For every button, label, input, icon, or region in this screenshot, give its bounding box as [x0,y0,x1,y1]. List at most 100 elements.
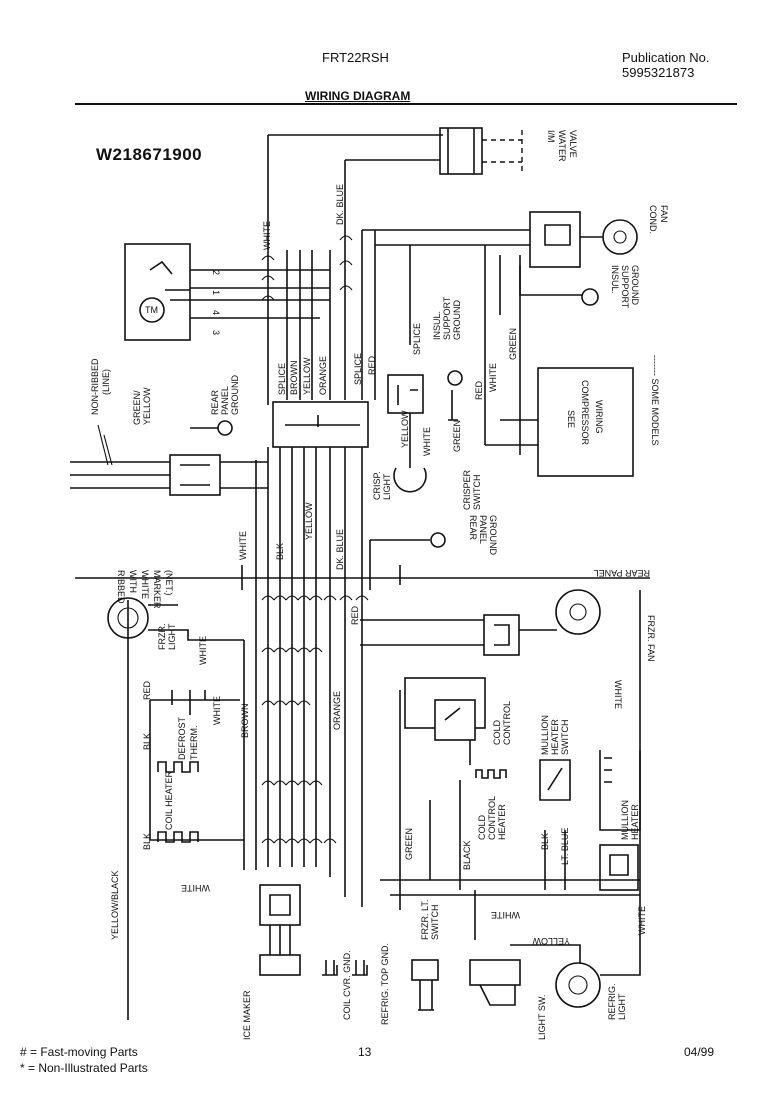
crisper-area: YELLOW WHITE GREEN CRISP. LIGHT CRISPER … [372,296,482,510]
lower-trunk-wires [243,447,363,907]
mh-switch-1: MULLION [540,715,550,755]
crisper-yellow: YELLOW [400,410,410,448]
some-models: ------- SOME MODELS [650,355,660,446]
wire-yellow-bottom: YELLOW [532,936,570,946]
compressor-3: WIRING [594,400,604,434]
defrost-brown: BROWN [240,704,250,739]
water-valve-label-1: I/M [546,130,556,143]
rpg-mid-2: PANEL [478,515,488,544]
frzr-lt-switch-2: SWITCH [430,905,440,941]
mh-switch-3: SWITCH [560,720,570,756]
cold-control-2: CONTROL [502,701,512,745]
refrig-light-2: LIGHT [617,993,627,1020]
crisper-switch-1: CRISPER [462,469,472,510]
defrost-white: WHITE [212,696,222,725]
page-number: 13 [358,1045,372,1059]
wire-red-mid: RED [350,605,360,625]
legend-fast-moving: # = Fast-moving Parts [20,1045,138,1059]
wire-label-group-mid: WHITE BLK YELLOW DK. BLUE RED [238,502,360,625]
mh-switch-2: HEATER [550,719,560,755]
isg-right-3: GROUND [630,265,640,305]
rpg-top-2: PANEL [220,386,230,415]
frzr-light-1: FRZR. [157,624,167,651]
frzr-fan-white: WHITE [613,680,623,709]
light-switch: LIGHT SW. [469,959,547,1040]
defrost-therm-1: DEFROST [177,716,187,760]
ice-maker: ICE MAKER [242,884,301,1040]
cord-green: GREEN/ [132,390,142,425]
diagram-number: W218671900 [96,145,203,164]
crisp-light-2: LIGHT [382,473,392,500]
wire-dk-blue-mid: DK. BLUE [335,529,345,570]
publication-number: 5995321873 [622,65,695,80]
water-valve-label-2: WATER [557,130,567,162]
crossover-humps [261,235,369,844]
rpg-mid-1: REAR [468,515,478,541]
crisper-green: GREEN [452,420,462,452]
refrig-light-1: REFRIG. [607,983,617,1020]
cord-white: WHITE [140,570,150,599]
defrost-red: RED [142,680,152,700]
model-number: FRT22RSH [322,50,389,65]
lower-branch-wires [399,690,476,940]
wire-white-right: WHITE [637,906,647,935]
coil-cvr-gnd: COIL CVR. GND. [342,950,352,1020]
publication-label: Publication No. [622,50,710,65]
defrost-blk: BLK [142,733,152,750]
wire-yellow-mid: YELLOW [304,502,314,540]
diagram-title: WIRING DIAGRAM [305,89,411,103]
isg-mid-3: GROUND [452,300,462,340]
frzr-white: WHITE [198,636,208,665]
light-sw-label: LIGHT SW. [537,995,547,1040]
comp-green: GREEN [508,328,518,360]
isg-right-1: INSUL. [610,265,620,294]
cord-yellow: YELLOW [142,387,152,425]
timer-terminal-3: 3 [211,330,221,335]
frzr-light-2: LIGHT [167,623,177,650]
cc-heater-1: COLD [477,814,487,840]
wire-orange-low: ORANGE [332,691,342,730]
legend-non-illustrated: * = Non-Illustrated Parts [20,1061,148,1075]
wire-white-top: WHITE [262,221,272,250]
wire-black-low: BLACK [462,840,472,870]
timer-terminal-1: 1 [211,290,221,295]
crisper-white: WHITE [422,427,432,456]
wire-red: RED [367,355,377,375]
revision-date: 04/99 [684,1045,715,1059]
cord-marker: MARKER [152,570,162,609]
wire-white-mid: WHITE [238,531,248,560]
cord-with: WITH [128,570,138,593]
defrost-timer: TM 2 1 4 3 [124,243,330,341]
wire-label-group-top: WHITE DK. BLUE SPLICE BROWN YELLOW ORANG… [262,184,422,395]
cc-heater-3: HEATER [497,804,507,840]
compressor-2: COMPRESSOR [580,380,590,446]
trunk-wires [267,134,530,455]
power-cord: NON-RIBBED (LINE) GREEN/ YELLOW RIBBED W… [70,358,268,609]
wire-dk-blue-top: DK. BLUE [335,184,345,225]
refrig-light: YELLOW REFRIG. LIGHT [510,920,641,1020]
isg-mid-2: SUPPORT [442,296,452,340]
cond-fan-label-2: FAN [659,205,669,223]
frzr-lt-switch-1: FRZR. LT. [420,900,430,940]
mullion-heater-1: MULLION [620,800,630,840]
wire-splice-1: SPLICE [277,363,287,395]
wire-yellow: YELLOW [302,357,312,395]
coil-white: WHITE [181,883,210,893]
wire-blk: BLK [275,543,285,560]
coil-blk: BLK [142,833,152,850]
water-valve-label-3: VALVE [568,130,578,158]
cord-ribbed: RIBBED [116,570,126,604]
cord-net: (NET.) [164,570,174,596]
rpg-mid-3: GROUND [488,515,498,555]
rpg-top-1: REAR [210,389,220,415]
defrost-heater-assembly: RED BLK BLK WHITE BROWN DEFROST THERM. C… [110,600,250,1020]
timer-terminal-2: 2 [211,270,221,275]
header-rule [75,103,737,105]
wire-brown: BROWN [289,361,299,396]
cond-fan: COND. FAN [529,205,669,268]
yellow-black: YELLOW/BLACK [110,870,120,940]
wire-green-low: GREEN [404,828,414,860]
compressor-1: SEE [566,410,576,428]
crisp-light-1: CRISP. [372,471,382,500]
coil-heater-label: COIL HEATER [164,770,174,830]
